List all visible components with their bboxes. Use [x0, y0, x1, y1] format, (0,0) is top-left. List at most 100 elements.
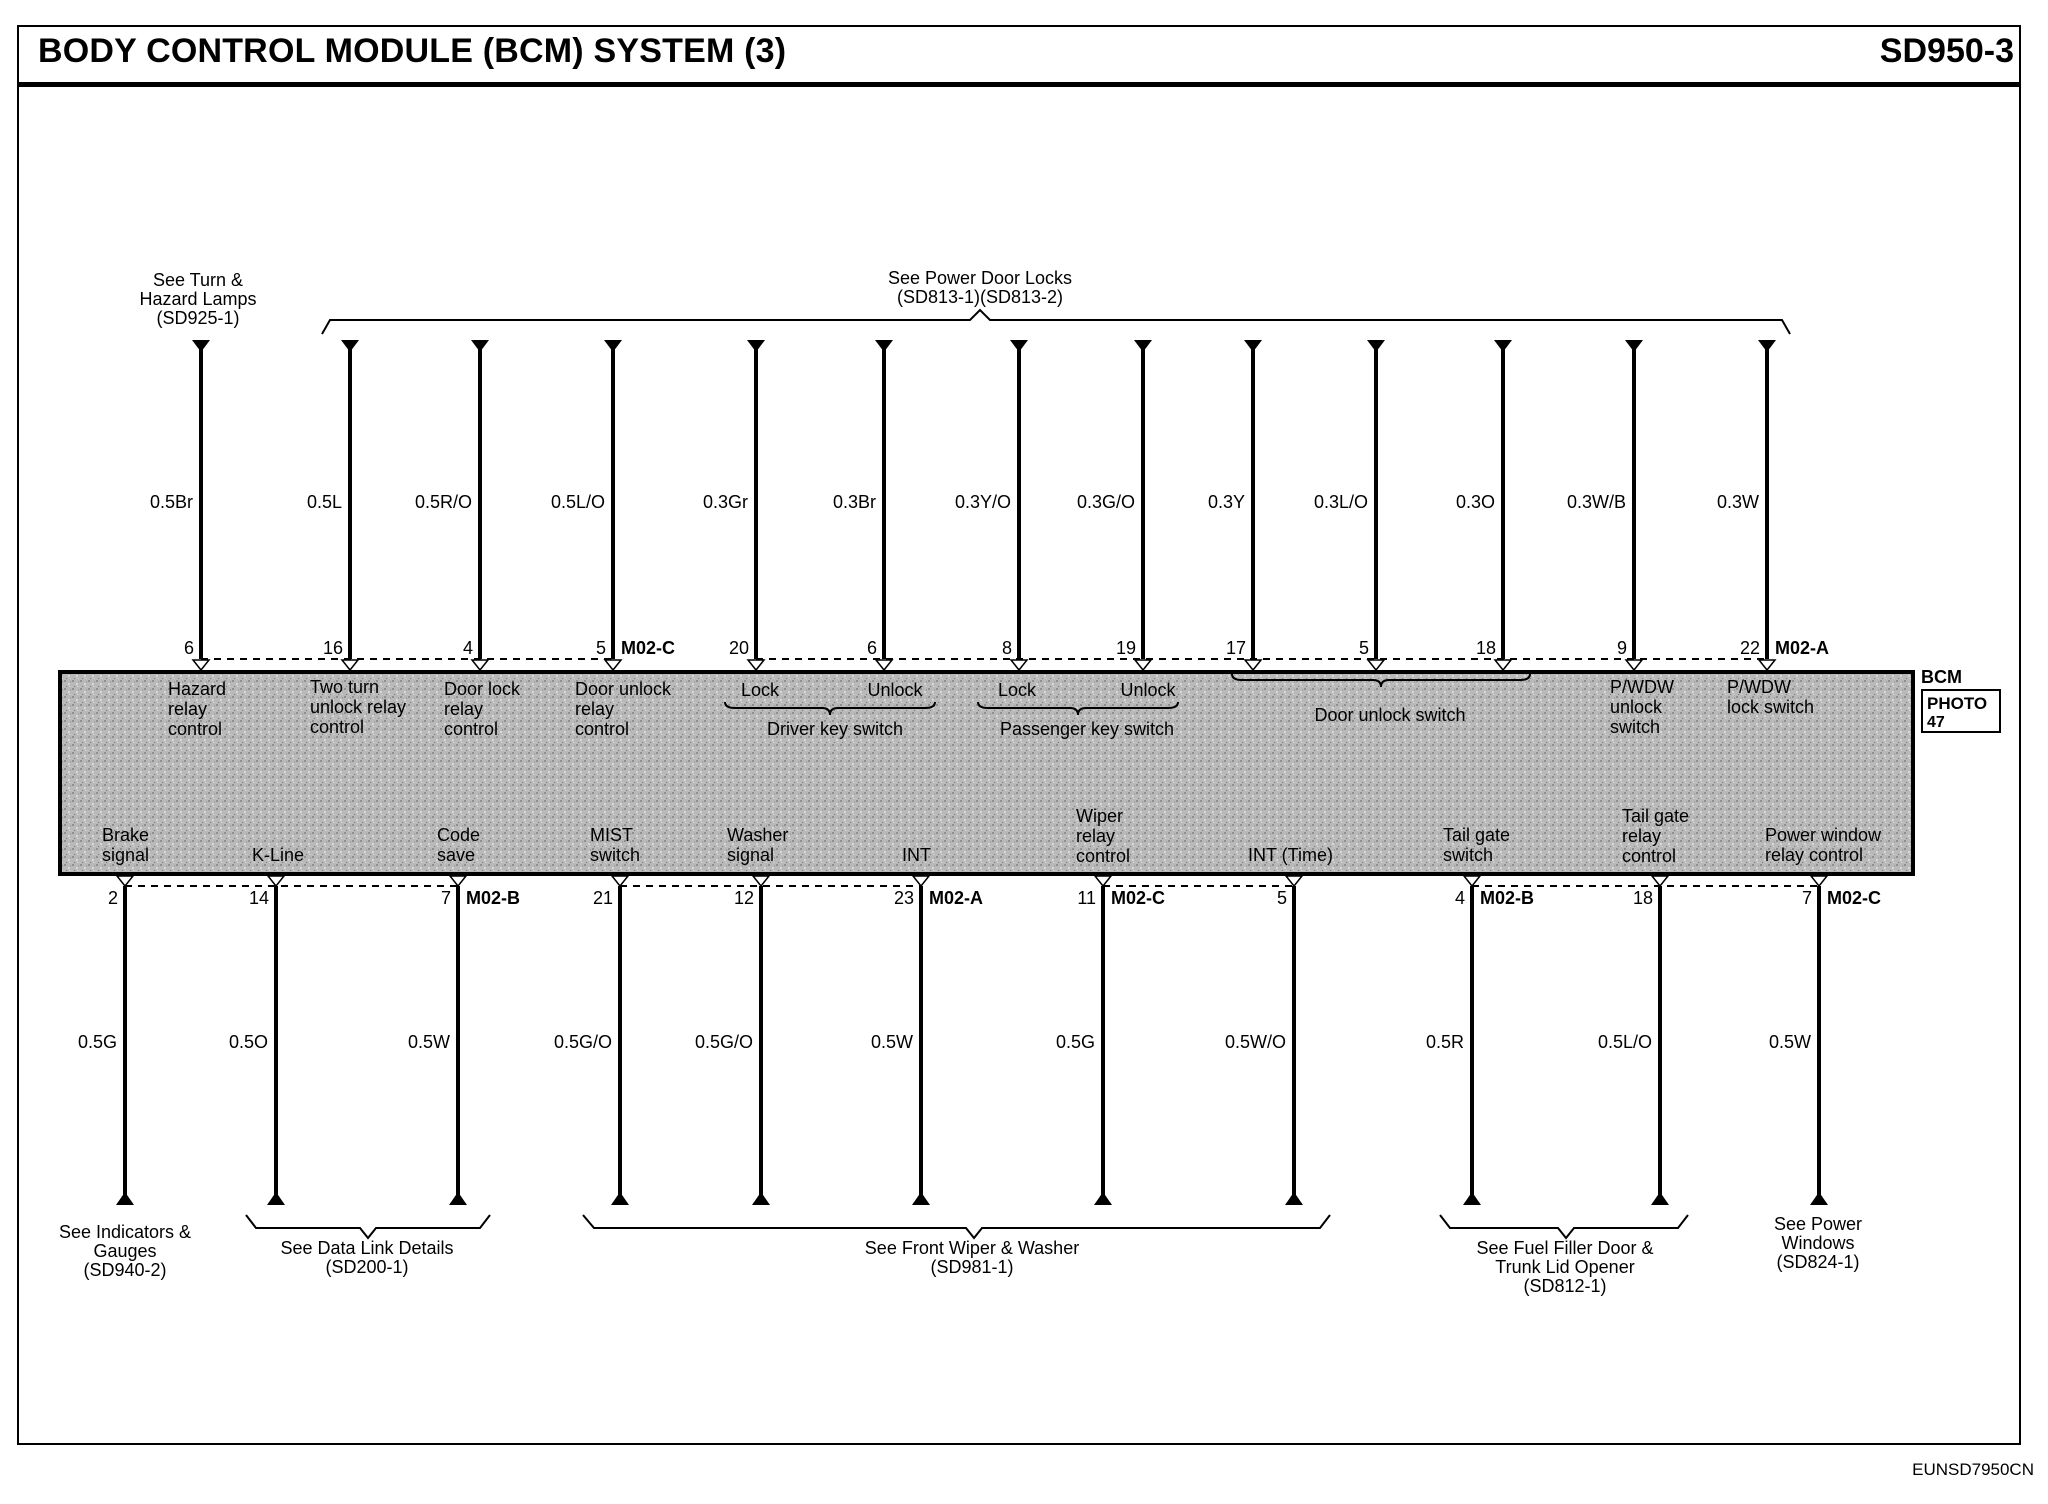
top-function-label-line: Unlock — [867, 680, 923, 700]
top-pin-number: 17 — [1226, 638, 1246, 658]
bottom-reference-line: (SD812-1) — [1523, 1276, 1606, 1296]
bottom-reference-line: Windows — [1781, 1233, 1854, 1253]
top-pin-marker — [603, 659, 623, 672]
top-wire-color-label: 0.3O — [1456, 492, 1495, 512]
top-function-label-line: P/WDW — [1610, 677, 1674, 697]
top-wire-terminal-arrow — [471, 340, 489, 352]
bottom-pin-marker — [1462, 875, 1482, 888]
bottom-pin-marker — [115, 875, 135, 888]
bottom-function-label-line: switch — [1443, 845, 1493, 865]
top-pin-number: 18 — [1476, 638, 1496, 658]
bottom-reference-line: See Indicators & — [59, 1222, 191, 1242]
bottom-function-label-line: Wiper — [1076, 806, 1123, 826]
page-code: SD950-3 — [1879, 32, 2014, 70]
bottom-reference-line: Gauges — [93, 1241, 156, 1261]
bcm-module-box — [58, 670, 1915, 876]
bottom-function-label-line: save — [437, 845, 475, 865]
top-function-label-line: Lock — [741, 680, 780, 700]
top-wire-color-label: 0.3Br — [833, 492, 876, 512]
top-function-label-line: P/WDW — [1727, 677, 1791, 697]
bottom-function-label-line: relay — [1076, 826, 1115, 846]
bottom-wire-color-label: 0.5L/O — [1598, 1032, 1652, 1052]
bottom-reference-line: See Data Link Details — [280, 1238, 453, 1258]
bottom-reference-line: (SD824-1) — [1776, 1252, 1859, 1272]
top-wire-color-label: 0.5Br — [150, 492, 193, 512]
bottom-pin-marker — [610, 875, 630, 888]
bottom-function-label-line: Washer — [727, 825, 788, 845]
top-reference-line: See Turn & — [153, 270, 243, 290]
top-function-label-line: unlock — [1610, 697, 1663, 717]
top-pin-marker — [470, 659, 490, 672]
top-function-label-line: Passenger key switch — [1000, 719, 1174, 739]
bottom-wire-terminal-arrow — [1285, 1192, 1303, 1205]
bottom-pin-marker — [1809, 875, 1829, 888]
bottom-reference-line: Trunk Lid Opener — [1495, 1257, 1634, 1277]
top-wire-terminal-arrow — [341, 340, 359, 352]
bottom-wire-color-label: 0.5G — [78, 1032, 117, 1052]
bottom-wire-color-label: 0.5R — [1426, 1032, 1464, 1052]
bcm-label: BCM — [1921, 667, 1962, 687]
top-wire-terminal-arrow — [875, 340, 893, 352]
header-rule — [17, 82, 2021, 87]
bottom-pin-marker — [751, 875, 771, 888]
bottom-wire-color-label: 0.5W — [871, 1032, 913, 1052]
top-pin-number: 16 — [323, 638, 343, 658]
top-pin-marker — [340, 659, 360, 672]
bottom-pin-number: 7 — [441, 888, 451, 908]
top-connector-id: M02-A — [1775, 638, 1829, 658]
bottom-pin-number: 23 — [894, 888, 914, 908]
bottom-function-label-line: relay control — [1765, 845, 1863, 865]
bottom-function-label-line: Tail gate — [1622, 806, 1689, 826]
bottom-pin-marker — [911, 875, 931, 888]
bottom-reference-line: (SD981-1) — [930, 1257, 1013, 1277]
top-wire-terminal-arrow — [1494, 340, 1512, 352]
bottom-reference-line: See Front Wiper & Washer — [865, 1238, 1079, 1258]
top-wire-color-label: 0.5L — [307, 492, 342, 512]
bottom-pin-number: 12 — [734, 888, 754, 908]
diagram-frame — [17, 25, 2021, 1445]
bottom-function-label-line: Tail gate — [1443, 825, 1510, 845]
bottom-pin-marker — [266, 875, 286, 888]
bottom-reference-line: See Power — [1774, 1214, 1862, 1234]
bottom-wire-terminal-arrow — [752, 1192, 770, 1205]
top-function-label-line: switch — [1610, 717, 1660, 737]
bottom-wire-color-label: 0.5G/O — [554, 1032, 612, 1052]
top-pin-marker — [874, 659, 894, 672]
top-function-label-line: control — [310, 717, 364, 737]
bottom-wire-terminal-arrow — [267, 1192, 285, 1205]
bottom-connector-id: M02-C — [1111, 888, 1165, 908]
top-function-label-line: Lock — [998, 680, 1037, 700]
bottom-wire-color-label: 0.5W — [1769, 1032, 1811, 1052]
bottom-function-label-line: switch — [590, 845, 640, 865]
top-pin-number: 9 — [1617, 638, 1627, 658]
top-pin-number: 6 — [184, 638, 194, 658]
top-wire-terminal-arrow — [604, 340, 622, 352]
top-wire-terminal-arrow — [1758, 340, 1776, 352]
top-wire-terminal-arrow — [192, 340, 210, 352]
bottom-function-label-line: MIST — [590, 825, 633, 845]
bottom-pin-marker — [448, 875, 468, 888]
bottom-function-label-line: signal — [102, 845, 149, 865]
bottom-pin-number: 7 — [1802, 888, 1812, 908]
top-function-label-line: control — [575, 719, 629, 739]
footer-code: EUNSD7950CN — [1912, 1460, 2034, 1479]
top-wire-color-label: 0.3L/O — [1314, 492, 1368, 512]
bottom-function-label-line: INT (Time) — [1248, 845, 1333, 865]
top-function-label-line: relay — [575, 699, 614, 719]
bottom-connector-id: M02-B — [1480, 888, 1534, 908]
top-pin-marker — [1366, 659, 1386, 672]
top-wire-terminal-arrow — [747, 340, 765, 352]
bottom-pin-number: 4 — [1455, 888, 1465, 908]
bottom-function-label-line: Brake — [102, 825, 149, 845]
top-pin-number: 6 — [867, 638, 877, 658]
bottom-function-label-line: control — [1622, 846, 1676, 866]
top-function-label-line: Door unlock — [575, 679, 672, 699]
photo-number: 47 — [1927, 714, 1945, 731]
top-function-label-line: relay — [444, 699, 483, 719]
top-wire-color-label: 0.3G/O — [1077, 492, 1135, 512]
bottom-pin-number: 2 — [108, 888, 118, 908]
top-wire-color-label: 0.5R/O — [415, 492, 472, 512]
bottom-pin-marker — [1650, 875, 1670, 888]
top-wire-color-label: 0.3Y — [1208, 492, 1245, 512]
